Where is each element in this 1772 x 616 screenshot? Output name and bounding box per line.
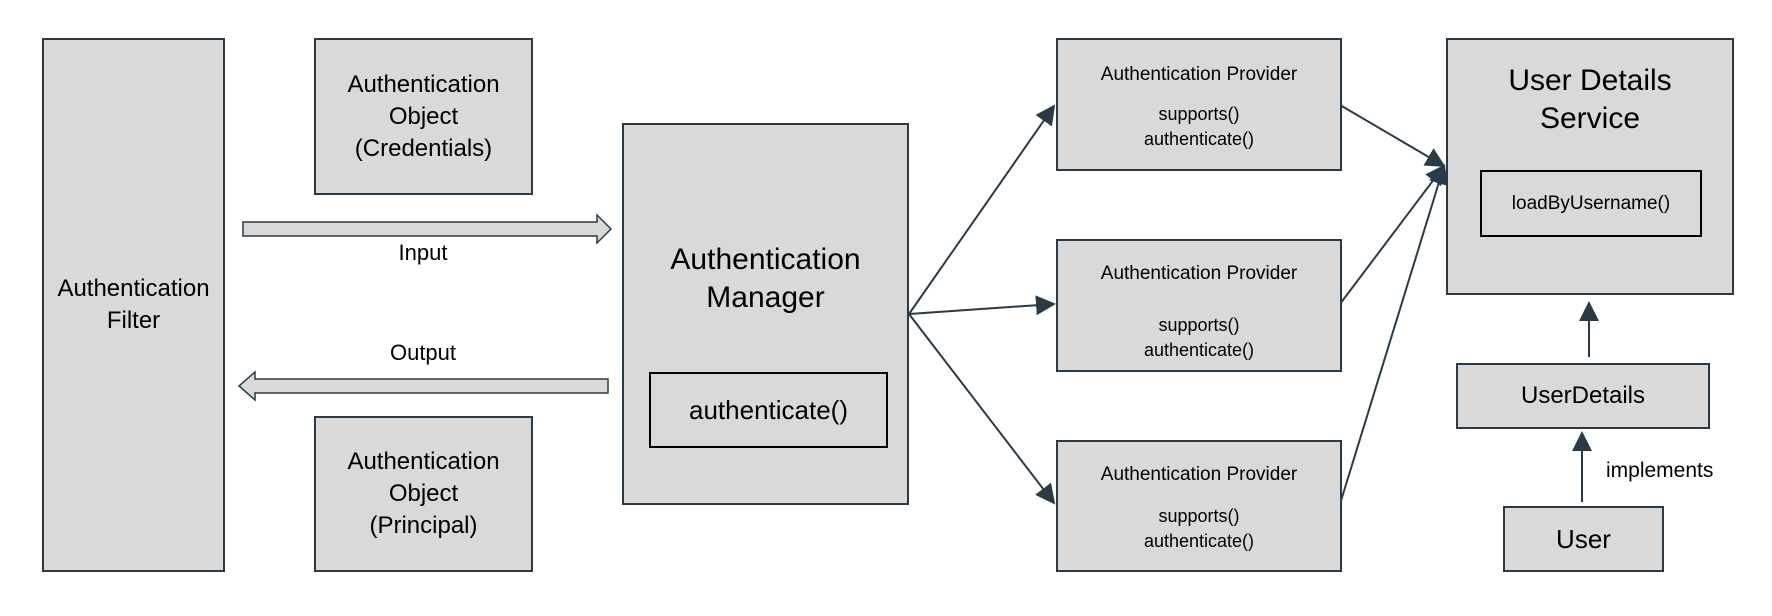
- principal-label-line2: Object: [388, 480, 459, 507]
- authentication-object-principal-box: Authentication Object (Principal): [314, 416, 533, 572]
- principal-label-line1: Authentication: [347, 448, 500, 475]
- service-title: User Details Service: [1508, 62, 1671, 138]
- implements-label: implements: [1606, 459, 1714, 482]
- manager-label-line2: Manager: [706, 281, 825, 314]
- provider-supports-method: supports(): [1158, 104, 1240, 124]
- provider-authenticate-method: authenticate(): [1143, 129, 1255, 149]
- provider-title: Authentication Provider: [1100, 64, 1298, 85]
- manager-authenticate-method: authenticate(): [649, 372, 888, 448]
- authentication-provider-3-box: Authentication Provider supports() authe…: [1056, 440, 1342, 572]
- provider-title: Authentication Provider: [1100, 263, 1298, 284]
- authentication-manager-box: Authentication Manager authenticate(): [622, 123, 909, 505]
- authentication-provider-2-box: Authentication Provider supports() authe…: [1056, 239, 1342, 372]
- credentials-label-line2: Object: [388, 102, 459, 130]
- user-details-service-box: User Details Service loadByUsername(): [1446, 38, 1734, 295]
- credentials-label-line1: Authentication: [347, 70, 500, 98]
- user-box: User: [1503, 506, 1664, 572]
- manager-to-provider-2-arrow: [908, 295, 1056, 316]
- authentication-object-credentials-box: Authentication Object (Credentials): [314, 38, 533, 195]
- input-label: Input: [398, 240, 448, 265]
- filter-label-line2: Filter: [106, 307, 161, 334]
- output-arrow: [237, 370, 609, 402]
- service-label-line1: User Details: [1508, 64, 1672, 97]
- manager-to-provider-3-arrow: [908, 313, 1056, 505]
- filter-label-line1: Authentication: [57, 275, 210, 302]
- output-label: Output: [389, 340, 457, 365]
- authentication-filter-box: Authentication Filter: [42, 38, 225, 572]
- provider-1-to-service-arrow: [1339, 104, 1446, 168]
- provider-3-to-service-arrow: [1339, 164, 1449, 505]
- manager-to-provider-1-arrow: [908, 104, 1056, 315]
- provider-2-to-service-arrow: [1339, 164, 1446, 305]
- principal-label-line3: (Principal): [369, 512, 478, 539]
- authentication-provider-1-box: Authentication Provider supports() authe…: [1056, 38, 1342, 171]
- provider-supports-method: supports(): [1158, 315, 1240, 335]
- provider-supports-method: supports(): [1158, 506, 1240, 526]
- provider-title: Authentication Provider: [1100, 464, 1298, 485]
- provider-authenticate-method: authenticate(): [1143, 340, 1255, 360]
- manager-title: Authentication Manager: [670, 241, 860, 317]
- provider-authenticate-method: authenticate(): [1143, 531, 1255, 551]
- manager-label-line1: Authentication: [670, 243, 861, 276]
- credentials-label-line3: (Credentials): [354, 134, 493, 162]
- user-details-box: UserDetails: [1456, 363, 1710, 429]
- service-label-line2: Service: [1539, 102, 1641, 135]
- load-by-username-method: loadByUsername(): [1480, 170, 1702, 237]
